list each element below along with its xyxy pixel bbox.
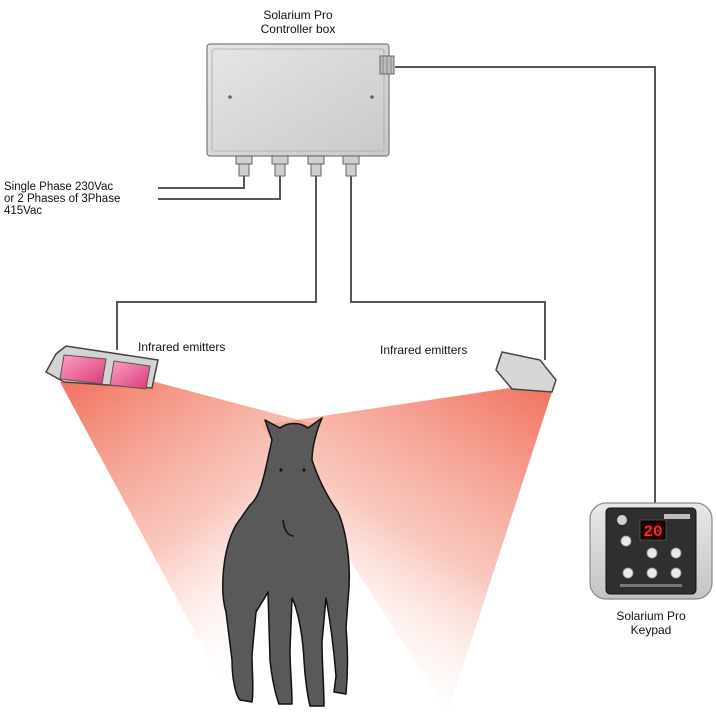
- power-cable-2: [158, 176, 281, 200]
- controller-title-line2: Controller box: [260, 22, 336, 36]
- left-infrared-emitter: [44, 345, 159, 390]
- right-infrared-emitter: [495, 351, 557, 393]
- emitter-left-cable: [116, 176, 317, 350]
- keypad-label: Solarium Pro Keypad: [601, 609, 701, 637]
- keypad-button[interactable]: [646, 567, 658, 579]
- right-beam: [262, 388, 552, 712]
- power-line3: 415Vac: [4, 205, 43, 217]
- keypad-device: 20: [589, 502, 713, 600]
- keypad-button[interactable]: [670, 567, 682, 579]
- keypad-display-value: 20: [643, 523, 662, 541]
- power-supply-label: Single Phase 230Vac or 2 Phases of 3Phas…: [4, 181, 120, 217]
- cables: [116, 66, 656, 503]
- keypad-button[interactable]: [622, 567, 634, 579]
- horse: [222, 417, 351, 707]
- keypad-cable: [395, 66, 656, 503]
- power-cable-1: [158, 176, 245, 189]
- power-line2: or 2 Phases of 3Phase: [4, 193, 121, 205]
- keypad-buttons: [620, 535, 682, 579]
- keypad-button[interactable]: [620, 535, 632, 547]
- cable-glands: [235, 155, 360, 177]
- controller-box-label: Solarium Pro Controller box: [248, 8, 348, 36]
- left-emitter-label: Infrared emitters: [138, 340, 226, 354]
- keypad-title-line1: Solarium Pro: [616, 609, 686, 623]
- right-emitter-label: Infrared emitters: [380, 343, 468, 357]
- power-line1: Single Phase 230Vac: [4, 181, 114, 193]
- emitter-right-cable: [350, 176, 546, 360]
- keypad-button[interactable]: [670, 547, 682, 559]
- controller-title-line1: Solarium Pro: [263, 8, 333, 22]
- keypad-button[interactable]: [646, 547, 658, 559]
- controller-box: [206, 43, 395, 177]
- keypad-title-line2: Keypad: [630, 623, 672, 637]
